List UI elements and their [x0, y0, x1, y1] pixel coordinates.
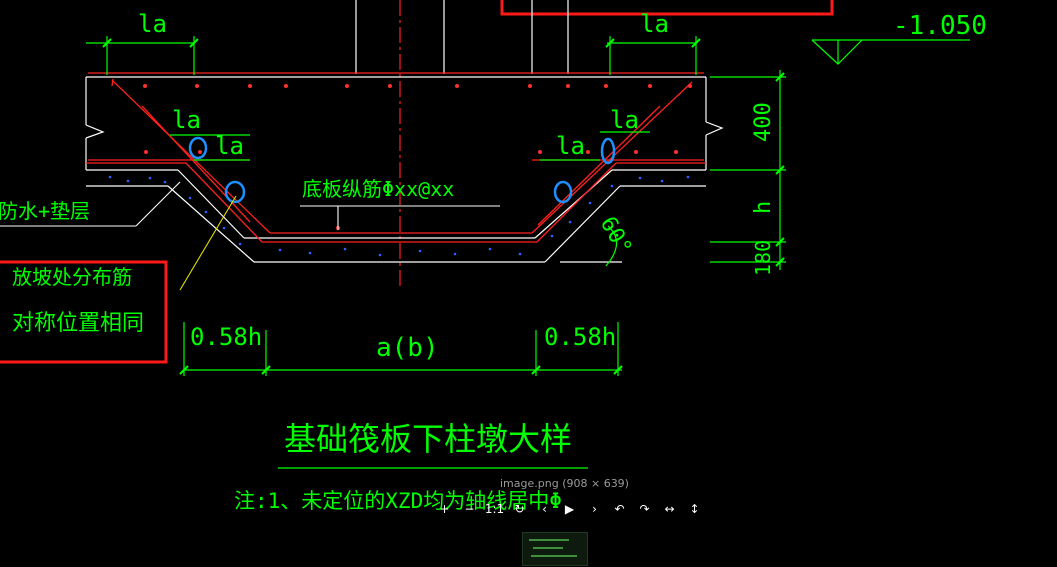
drawing-note: 注:1、未定位的XZD均为轴线居中Φ [234, 489, 562, 513]
note-box-line-1: 放坡处分布筋 [12, 265, 132, 289]
concrete-hatch [108, 175, 690, 257]
actual-size-button[interactable]: 1:1 [484, 502, 505, 516]
next-button[interactable]: › [592, 502, 597, 516]
flip-vertical-button[interactable]: ↕ [689, 502, 700, 516]
dimension-ticks [102, 38, 785, 375]
dim-058h-right: 0.58h [544, 323, 616, 351]
dim-400: 400 [751, 102, 776, 142]
angle-label: 60° [595, 213, 637, 260]
dim-ab: a(b) [376, 333, 439, 363]
waterproof-label: 防水+垫层 [0, 199, 90, 223]
slab-outline [85, 76, 724, 263]
dim-la-top-right: la [640, 10, 669, 38]
note-box [0, 260, 168, 364]
prev-button[interactable]: ‹ [542, 502, 547, 516]
rotate-left-button[interactable]: ↶ [614, 502, 625, 516]
thumbnail-preview[interactable] [522, 532, 588, 566]
note-box-line-2: 对称位置相同 [12, 311, 144, 336]
reset-button[interactable]: ↻ [514, 502, 525, 516]
dim-la-slope-left-1: la [172, 106, 201, 134]
bottom-rebar-label: 底板纵筋Φxx@xx [302, 177, 454, 201]
highlight-box-top [500, 0, 834, 16]
dim-la-slope-right-1: la [556, 132, 585, 160]
dim-la-slope-left-2: la [215, 132, 244, 160]
column-outline [355, 0, 569, 74]
dim-h: h [751, 201, 776, 214]
leader-lines [0, 181, 500, 230]
play-button[interactable]: ▶ [564, 502, 575, 516]
rotate-right-button[interactable]: ↷ [639, 502, 650, 516]
flip-horizontal-button[interactable]: ↔ [664, 502, 675, 516]
dim-la-top-left: la [138, 10, 167, 38]
dim-058h-left: 0.58h [190, 323, 262, 351]
dimension-lines [86, 36, 970, 376]
viewer-toolbar: +−1:1 ↻ ‹ ▶ › ↶ ↷ ↔ ↕ [432, 500, 707, 518]
drawing-title: 基础筏板下柱墩大样 [284, 420, 572, 458]
elevation-label: -1.050 [893, 11, 987, 41]
blue-highlight-circles [188, 136, 616, 204]
viewer-caption: image.png (908 × 639) [500, 477, 629, 490]
dim-180: 180 [751, 240, 775, 276]
yellow-leader-line [179, 195, 237, 291]
zoom-in-button[interactable]: + [439, 502, 450, 516]
dim-la-slope-right-2: la [610, 106, 639, 134]
rebar-dots [143, 84, 692, 230]
zoom-out-button[interactable]: − [464, 502, 475, 516]
